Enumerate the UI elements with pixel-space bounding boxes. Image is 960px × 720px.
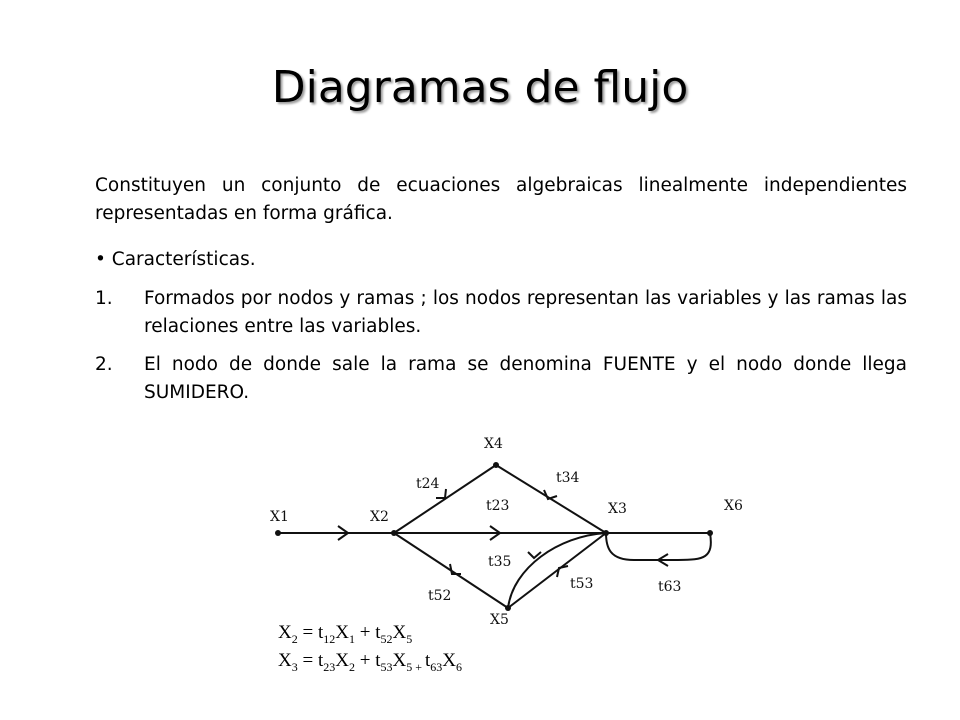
slide-title: Diagramas de flujo: [271, 62, 689, 113]
characteristics-list: 1. Formados por nodos y ramas ; los nodo…: [95, 285, 907, 417]
list-item-number: 2.: [95, 354, 113, 375]
node-x1: [275, 530, 281, 536]
label-x2: X2: [370, 509, 389, 525]
arrow-t23: [489, 525, 502, 541]
label-x3: X3: [608, 501, 627, 517]
label-x4: X4: [484, 436, 503, 452]
intro-paragraph: Constituyen un conjunto de ecuaciones al…: [95, 175, 907, 224]
list-item-text: El nodo de donde sale la rama se denomin…: [144, 354, 907, 403]
list-item-text: Formados por nodos y ramas ; los nodos r…: [144, 288, 907, 337]
signal-flow-diagram: X1 X2 X4 X3 X6 X5 t24 t34 t23 t35 t52 t5…: [238, 398, 782, 626]
label-t24: t24: [416, 476, 440, 492]
characteristics-bullet: • Características.: [95, 249, 256, 270]
branch-t63: [605, 532, 712, 561]
label-t34: t34: [556, 470, 580, 486]
node-x6: [707, 530, 713, 536]
branch-t35: [507, 532, 607, 609]
arrow-t34: [543, 489, 558, 501]
equation-x2: X2 = t12X1 + t52X5: [278, 622, 413, 646]
equations: X2 = t12X1 + t52X5 X3 = t23X2 + t53X5 + …: [238, 622, 782, 682]
label-x6: X6: [724, 498, 743, 514]
arrow-t35: [527, 551, 542, 560]
label-x5: X5: [490, 612, 509, 626]
list-item-number: 1.: [95, 288, 113, 309]
label-x1: X1: [270, 509, 289, 525]
node-x4: [493, 462, 499, 468]
label-t52: t52: [428, 588, 451, 604]
list-item: 2. El nodo de donde sale la rama se deno…: [95, 351, 907, 407]
node-x2: [391, 530, 397, 536]
list-item: 1. Formados por nodos y ramas ; los nodo…: [95, 285, 907, 341]
arrow-t53: [556, 565, 569, 578]
node-x3: [603, 530, 609, 536]
label-t63: t63: [658, 579, 681, 595]
label-t53: t53: [570, 576, 593, 592]
arrow-t24: [436, 488, 447, 499]
equation-x3: X3 = t23X2 + t53X5 + t63X6: [278, 649, 462, 674]
signal-flow-graph: X1 X2 X4 X3 X6 X5 t24 t34 t23 t35 t52 t5…: [270, 436, 743, 626]
arrow-t63: [656, 553, 669, 567]
label-t23: t23: [486, 498, 509, 514]
arrow-x1-x2: [337, 525, 350, 541]
label-t35: t35: [488, 554, 511, 570]
node-x5: [505, 605, 511, 611]
arrow-t52: [449, 563, 461, 575]
branch-t53: [507, 532, 607, 609]
